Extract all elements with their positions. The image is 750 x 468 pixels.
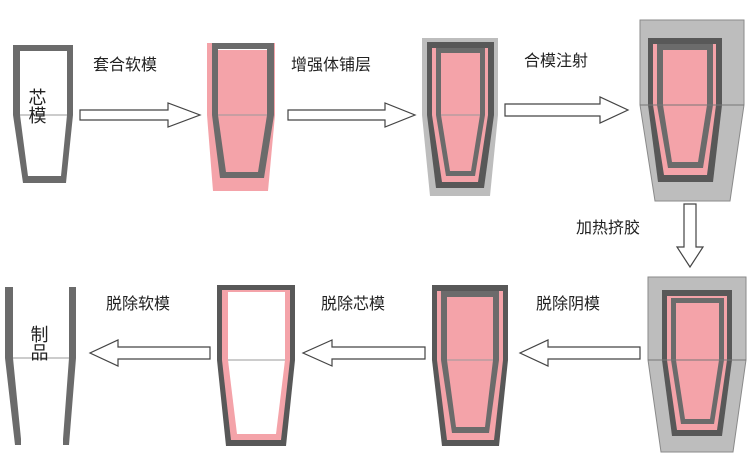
core-wall-6 bbox=[441, 291, 499, 433]
arrow-right-2 bbox=[287, 102, 417, 128]
arrow-down bbox=[675, 203, 705, 269]
core-wall-4 bbox=[657, 44, 713, 168]
product-top-opening bbox=[13, 287, 69, 293]
stage-female-removed bbox=[432, 285, 508, 446]
step-label-2: 增强体铺层 bbox=[291, 55, 371, 74]
core-wall bbox=[13, 45, 73, 183]
stage-heated bbox=[647, 276, 747, 453]
stage-core-mold: 芯模 bbox=[13, 45, 73, 183]
stage-soft-mold bbox=[207, 43, 275, 191]
arrow-left-7 bbox=[88, 339, 211, 367]
arrow-right-1 bbox=[79, 102, 202, 128]
step-label-5: 脱除阴模 bbox=[536, 294, 600, 313]
step-label-3: 合模注射 bbox=[524, 51, 588, 70]
arrow-left-5 bbox=[518, 339, 641, 367]
stage-core-removed bbox=[217, 285, 295, 446]
soft-mold-5 bbox=[667, 296, 727, 430]
step-label-1: 套合软模 bbox=[93, 55, 157, 74]
product-bottom-opening bbox=[21, 439, 63, 445]
cavity-7 bbox=[228, 292, 285, 434]
step-label-4: 加热挤胶 bbox=[576, 218, 640, 237]
stage-mold-closed bbox=[639, 19, 745, 202]
soft-mold-layer bbox=[207, 43, 275, 191]
core-wall-3 bbox=[436, 48, 485, 176]
arrow-left-6 bbox=[301, 339, 426, 367]
arrow-right-3 bbox=[504, 96, 630, 124]
stage-product: 制品 bbox=[5, 287, 76, 445]
product-label: 制品 bbox=[28, 325, 49, 361]
step-label-6: 脱除芯模 bbox=[321, 294, 385, 313]
stage-reinforcement bbox=[422, 38, 498, 196]
soft-mold-6 bbox=[437, 291, 503, 440]
step-label-7: 脱除软模 bbox=[106, 294, 170, 313]
core-label-1: 芯模 bbox=[26, 88, 47, 124]
core-wall-2 bbox=[212, 43, 274, 178]
product-wall bbox=[5, 287, 76, 445]
